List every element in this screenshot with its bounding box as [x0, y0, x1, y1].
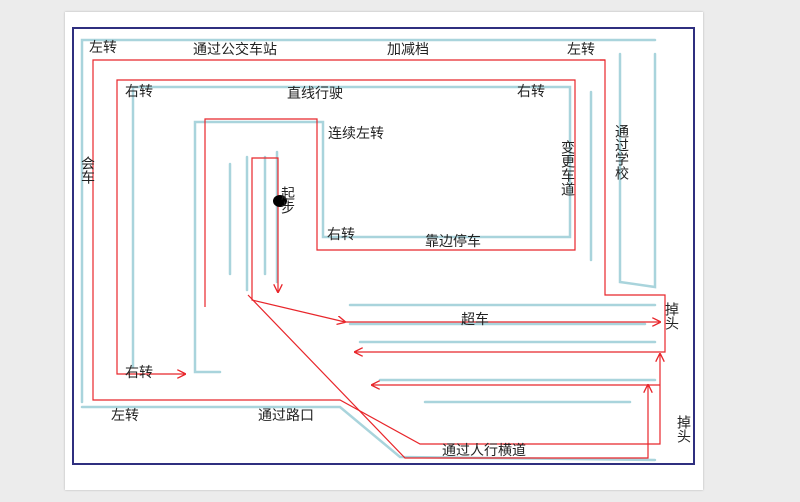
diagram-sheet: 左转 通过公交车站 加减档 左转 右转 直线行驶 右转 连续左转 变更车道 通过…	[65, 12, 703, 490]
label-pass-crosswalk: 通过人行横道	[442, 443, 526, 459]
label-left-turn-top-left: 左转	[89, 40, 117, 56]
label-overtake: 超车	[461, 311, 489, 328]
label-right-turn-inner: 右转	[327, 227, 355, 243]
route-arrows	[92, 59, 666, 459]
label-pass-intersection: 通过路口	[258, 408, 314, 424]
label-pass-school: 通过学校	[613, 124, 629, 180]
route-crosswalk	[247, 294, 648, 459]
label-change-lane: 变更车道	[559, 140, 575, 197]
label-continuous-left-turn: 连续左转	[328, 125, 384, 142]
label-pass-bus-stop: 通过公交车站	[193, 41, 277, 58]
labels: 左转 通过公交车站 加减档 左转 右转 直线行驶 右转 连续左转 变更车道 通过…	[79, 40, 691, 459]
label-start: 起步	[279, 186, 295, 214]
label-right-turn-lower-left: 右转	[125, 365, 153, 381]
route-continuous-left	[116, 79, 576, 374]
outer-frame	[72, 27, 695, 465]
label-add-reduce-gear: 加减档	[387, 42, 429, 58]
route-diagram: 左转 通过公交车站 加减档 左转 右转 直线行驶 右转 连续左转 变更车道 通过…	[72, 27, 695, 465]
label-u-turn-lower: 掉头	[675, 415, 691, 443]
label-right-turn-upper-left: 右转	[125, 84, 153, 100]
label-meet-car: 会车	[79, 156, 95, 184]
label-right-turn-upper-right: 右转	[517, 84, 545, 100]
label-pull-over: 靠边停车	[425, 233, 481, 250]
route-outer-loop	[92, 59, 660, 445]
label-left-turn-top-right: 左转	[567, 42, 595, 58]
label-straight-drive: 直线行驶	[287, 85, 343, 102]
label-u-turn-upper: 掉头	[663, 302, 679, 330]
route-school	[355, 59, 666, 352]
start-marker	[273, 195, 287, 207]
label-left-turn-bottom-left: 左转	[111, 408, 139, 424]
